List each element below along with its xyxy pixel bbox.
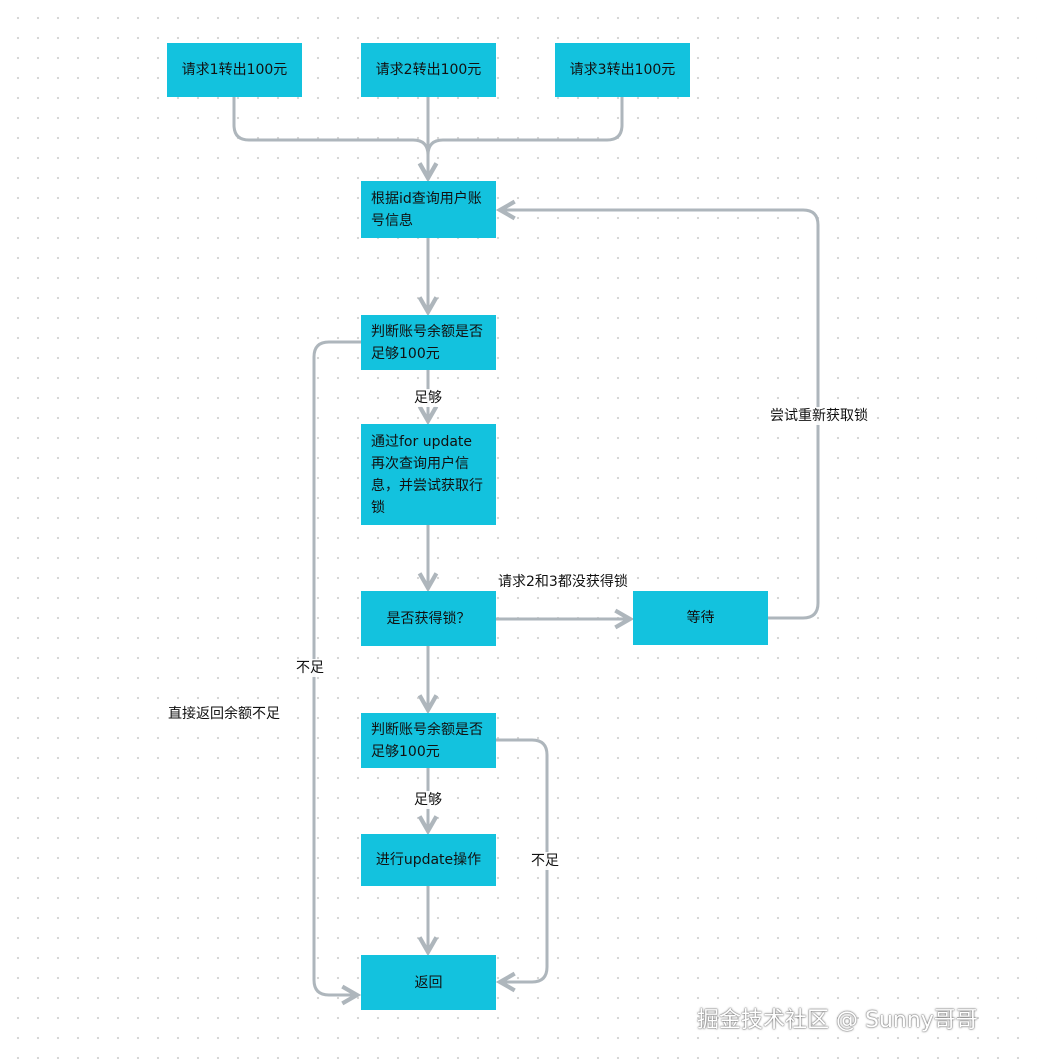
label-retry-lock: 尝试重新获取锁 bbox=[768, 407, 870, 425]
node-for-update-lock: 通过for update再次查询用户信息，并尝试获取行锁 bbox=[361, 424, 496, 525]
label-enough-2: 足够 bbox=[412, 791, 444, 809]
node-check-balance-1: 判断账号余额是否足够100元 bbox=[361, 315, 496, 370]
edge-req3-query bbox=[426, 95, 624, 180]
node-check-balance-2: 判断账号余额是否足够100元 bbox=[361, 713, 496, 768]
node-lock-acquired-question: 是否获得锁？ bbox=[361, 591, 496, 646]
node-do-update: 进行update操作 bbox=[361, 834, 496, 886]
edge-req1-query bbox=[232, 95, 428, 178]
label-no-lock: 请求2和3都没获得锁 bbox=[496, 573, 630, 591]
label-enough-1: 足够 bbox=[412, 389, 444, 407]
label-insufficient-left: 不足 bbox=[294, 659, 326, 677]
watermark: 掘金技术社区 @ Sunny哥哥 bbox=[697, 1008, 978, 1033]
node-query-account: 根据id查询用户账号信息 bbox=[361, 181, 496, 238]
label-insufficient-right: 不足 bbox=[529, 852, 561, 870]
node-request-1: 请求1转出100元 bbox=[167, 43, 302, 97]
node-wait: 等待 bbox=[633, 591, 768, 645]
label-direct-return: 直接返回余额不足 bbox=[166, 705, 282, 723]
node-request-2: 请求2转出100元 bbox=[361, 43, 496, 97]
node-return: 返回 bbox=[361, 955, 496, 1010]
node-request-3: 请求3转出100元 bbox=[555, 43, 690, 97]
